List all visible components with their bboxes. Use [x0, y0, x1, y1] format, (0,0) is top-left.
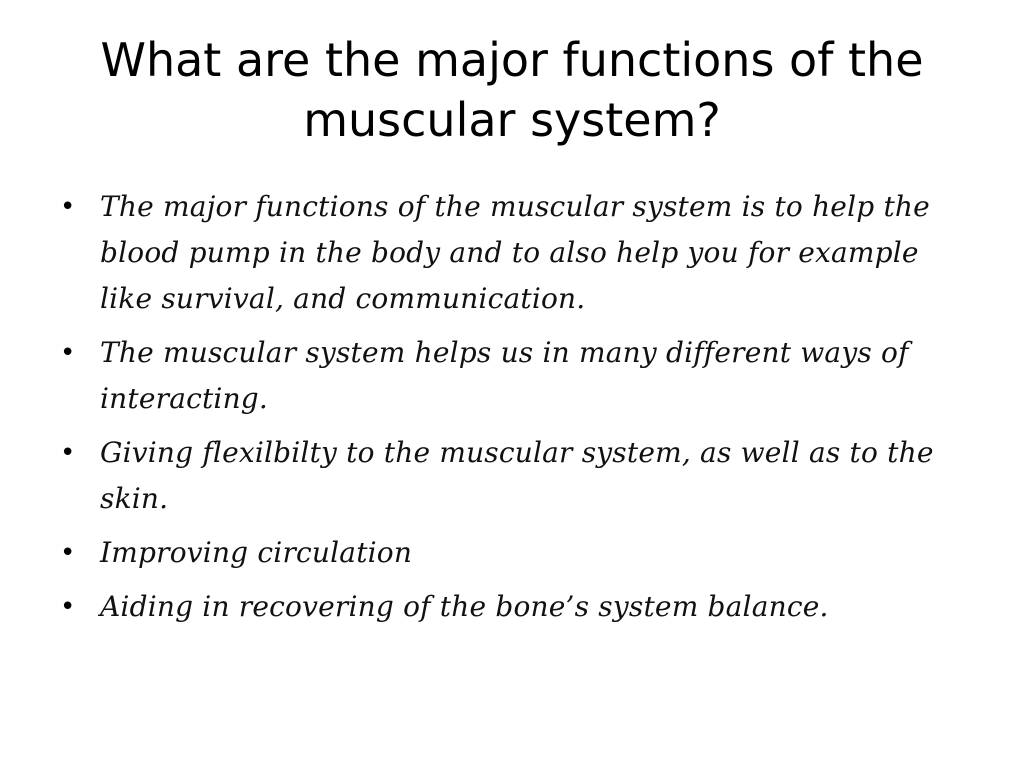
bullet-text: Giving flexilbilty to the muscular syste…: [100, 436, 934, 515]
list-item: • Giving flexilbilty to the muscular sys…: [58, 430, 978, 522]
bullet-text: Improving circulation: [100, 536, 413, 569]
bullet-text: Aiding in recovering of the bone’s syste…: [100, 590, 829, 623]
bullet-list: • The major functions of the muscular sy…: [58, 184, 978, 638]
list-item: • Improving circulation: [58, 530, 978, 576]
bullet-text: The major functions of the muscular syst…: [100, 190, 930, 315]
list-item: • The major functions of the muscular sy…: [58, 184, 978, 322]
list-item: • The muscular system helps us in many d…: [58, 330, 978, 422]
bullet-icon: •: [60, 538, 76, 568]
slide-title: What are the major functions of the musc…: [100, 33, 924, 147]
list-item: • Aiding in recovering of the bone’s sys…: [58, 584, 978, 630]
bullet-icon: •: [60, 438, 76, 468]
bullet-text: The muscular system helps us in many dif…: [100, 336, 909, 415]
bullet-icon: •: [60, 192, 76, 222]
bullet-icon: •: [60, 338, 76, 368]
bullet-icon: •: [60, 592, 76, 622]
